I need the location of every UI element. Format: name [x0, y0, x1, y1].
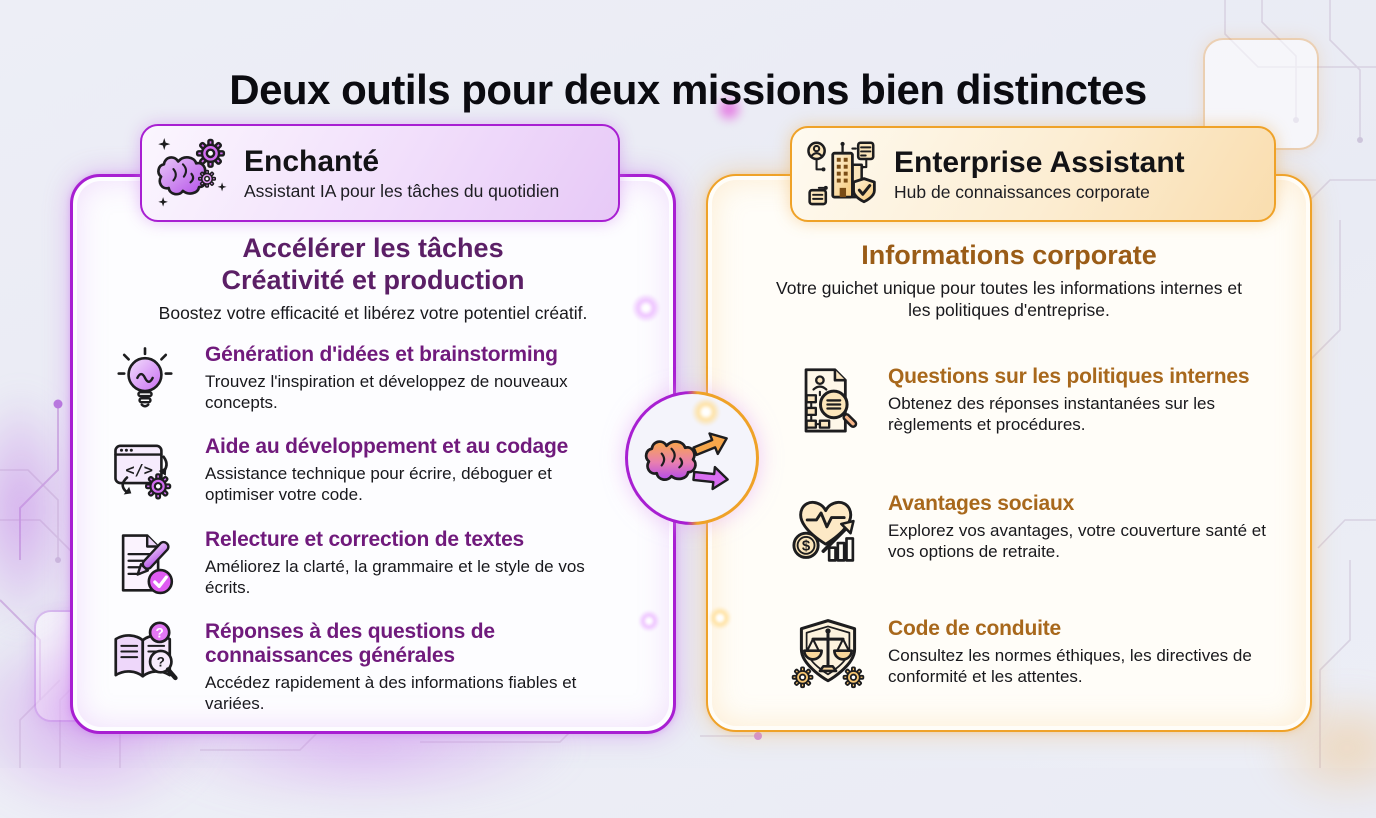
feature-title: Réponses à des questions de connaissance…: [205, 620, 495, 668]
feature-code-of-conduct: Code de conduite Consultez les normes ét…: [790, 615, 1290, 691]
feature-title: Questions sur les politiques internes: [888, 365, 1250, 388]
svg-text:</>: </>: [125, 461, 153, 479]
feature-description: Accédez rapidement à des informations fi…: [205, 673, 577, 714]
enchante-tagline: Assistant IA pour les tâches du quotidie…: [244, 180, 560, 201]
page-title: Deux outils pour deux missions bien dist…: [229, 66, 1147, 114]
enterprise-name: Enterprise Assistant: [894, 145, 1185, 179]
enterprise-section-title: Informations corporate: [861, 240, 1157, 270]
feature-description: Obtenez des réponses instantanées sur le…: [888, 394, 1215, 435]
building-network-icon: [804, 136, 880, 212]
feature-title: Aide au développement et au codage: [205, 435, 569, 458]
feature-benefits: $ Avantages sociaux Explorez vos avantag…: [790, 490, 1290, 566]
svg-text:?: ?: [156, 625, 164, 640]
enterprise-card: Informations corporate Votre guichet uni…: [706, 174, 1312, 732]
enchante-section-title: Accélérer les tâches Créativité et produ…: [221, 233, 525, 295]
enterprise-header: Enterprise Assistant Hub de connaissance…: [790, 126, 1276, 222]
enchante-name: Enchanté: [244, 144, 380, 178]
feature-title: Relecture et correction de textes: [205, 528, 525, 551]
lightbulb-icon: [107, 341, 183, 417]
feature-general-knowledge: ? ? Réponses à des questions de connaiss…: [107, 618, 647, 714]
svg-text:$: $: [802, 538, 811, 555]
health-benefits-icon: $: [790, 490, 866, 566]
enterprise-section-head: Informations corporate Votre guichet uni…: [708, 240, 1310, 322]
enchante-section-head: Accélérer les tâches Créativité et produ…: [73, 233, 673, 325]
ethics-shield-scales-icon: [790, 615, 866, 691]
feature-description: Améliorez la clarté, la grammaire et le …: [205, 557, 585, 598]
brain-gears-icon: [154, 135, 230, 211]
feature-title: Génération d'idées et brainstorming: [205, 343, 558, 366]
feature-idea-generation: Génération d'idées et brainstorming Trou…: [107, 341, 647, 417]
enchante-card: Accélérer les tâches Créativité et produ…: [70, 174, 676, 734]
enterprise-section-subtitle: Votre guichet unique pour toutes les inf…: [776, 277, 1242, 320]
enchante-header: Enchanté Assistant IA pour les tâches du…: [140, 124, 620, 222]
proofreading-icon: [107, 526, 183, 602]
feature-description: Explorez vos avantages, votre couverture…: [888, 521, 1266, 562]
feature-internal-policies: Questions sur les politiques internes Ob…: [790, 363, 1290, 439]
feature-description: Consultez les normes éthiques, les direc…: [888, 646, 1252, 687]
brain-split-arrows-icon: [643, 417, 741, 499]
center-hub: [625, 391, 759, 525]
feature-description: Trouvez l'inspiration et développez de n…: [205, 372, 568, 413]
enchante-section-subtitle: Boostez votre efficacité et libérez votr…: [158, 302, 588, 323]
feature-proofreading: Relecture et correction de textes Amélio…: [107, 526, 647, 602]
code-window-icon: </>: [107, 433, 183, 509]
feature-title: Avantages sociaux: [888, 492, 1075, 515]
svg-text:?: ?: [157, 655, 165, 670]
enterprise-tagline: Hub de connaissances corporate: [894, 181, 1150, 202]
feature-title: Code de conduite: [888, 617, 1061, 640]
feature-coding-help: </> Aide au développement et au codage A…: [107, 433, 647, 509]
open-book-question-icon: ? ?: [107, 618, 183, 694]
feature-description: Assistance technique pour écrire, débogu…: [205, 464, 552, 505]
policy-document-search-icon: [790, 363, 866, 439]
